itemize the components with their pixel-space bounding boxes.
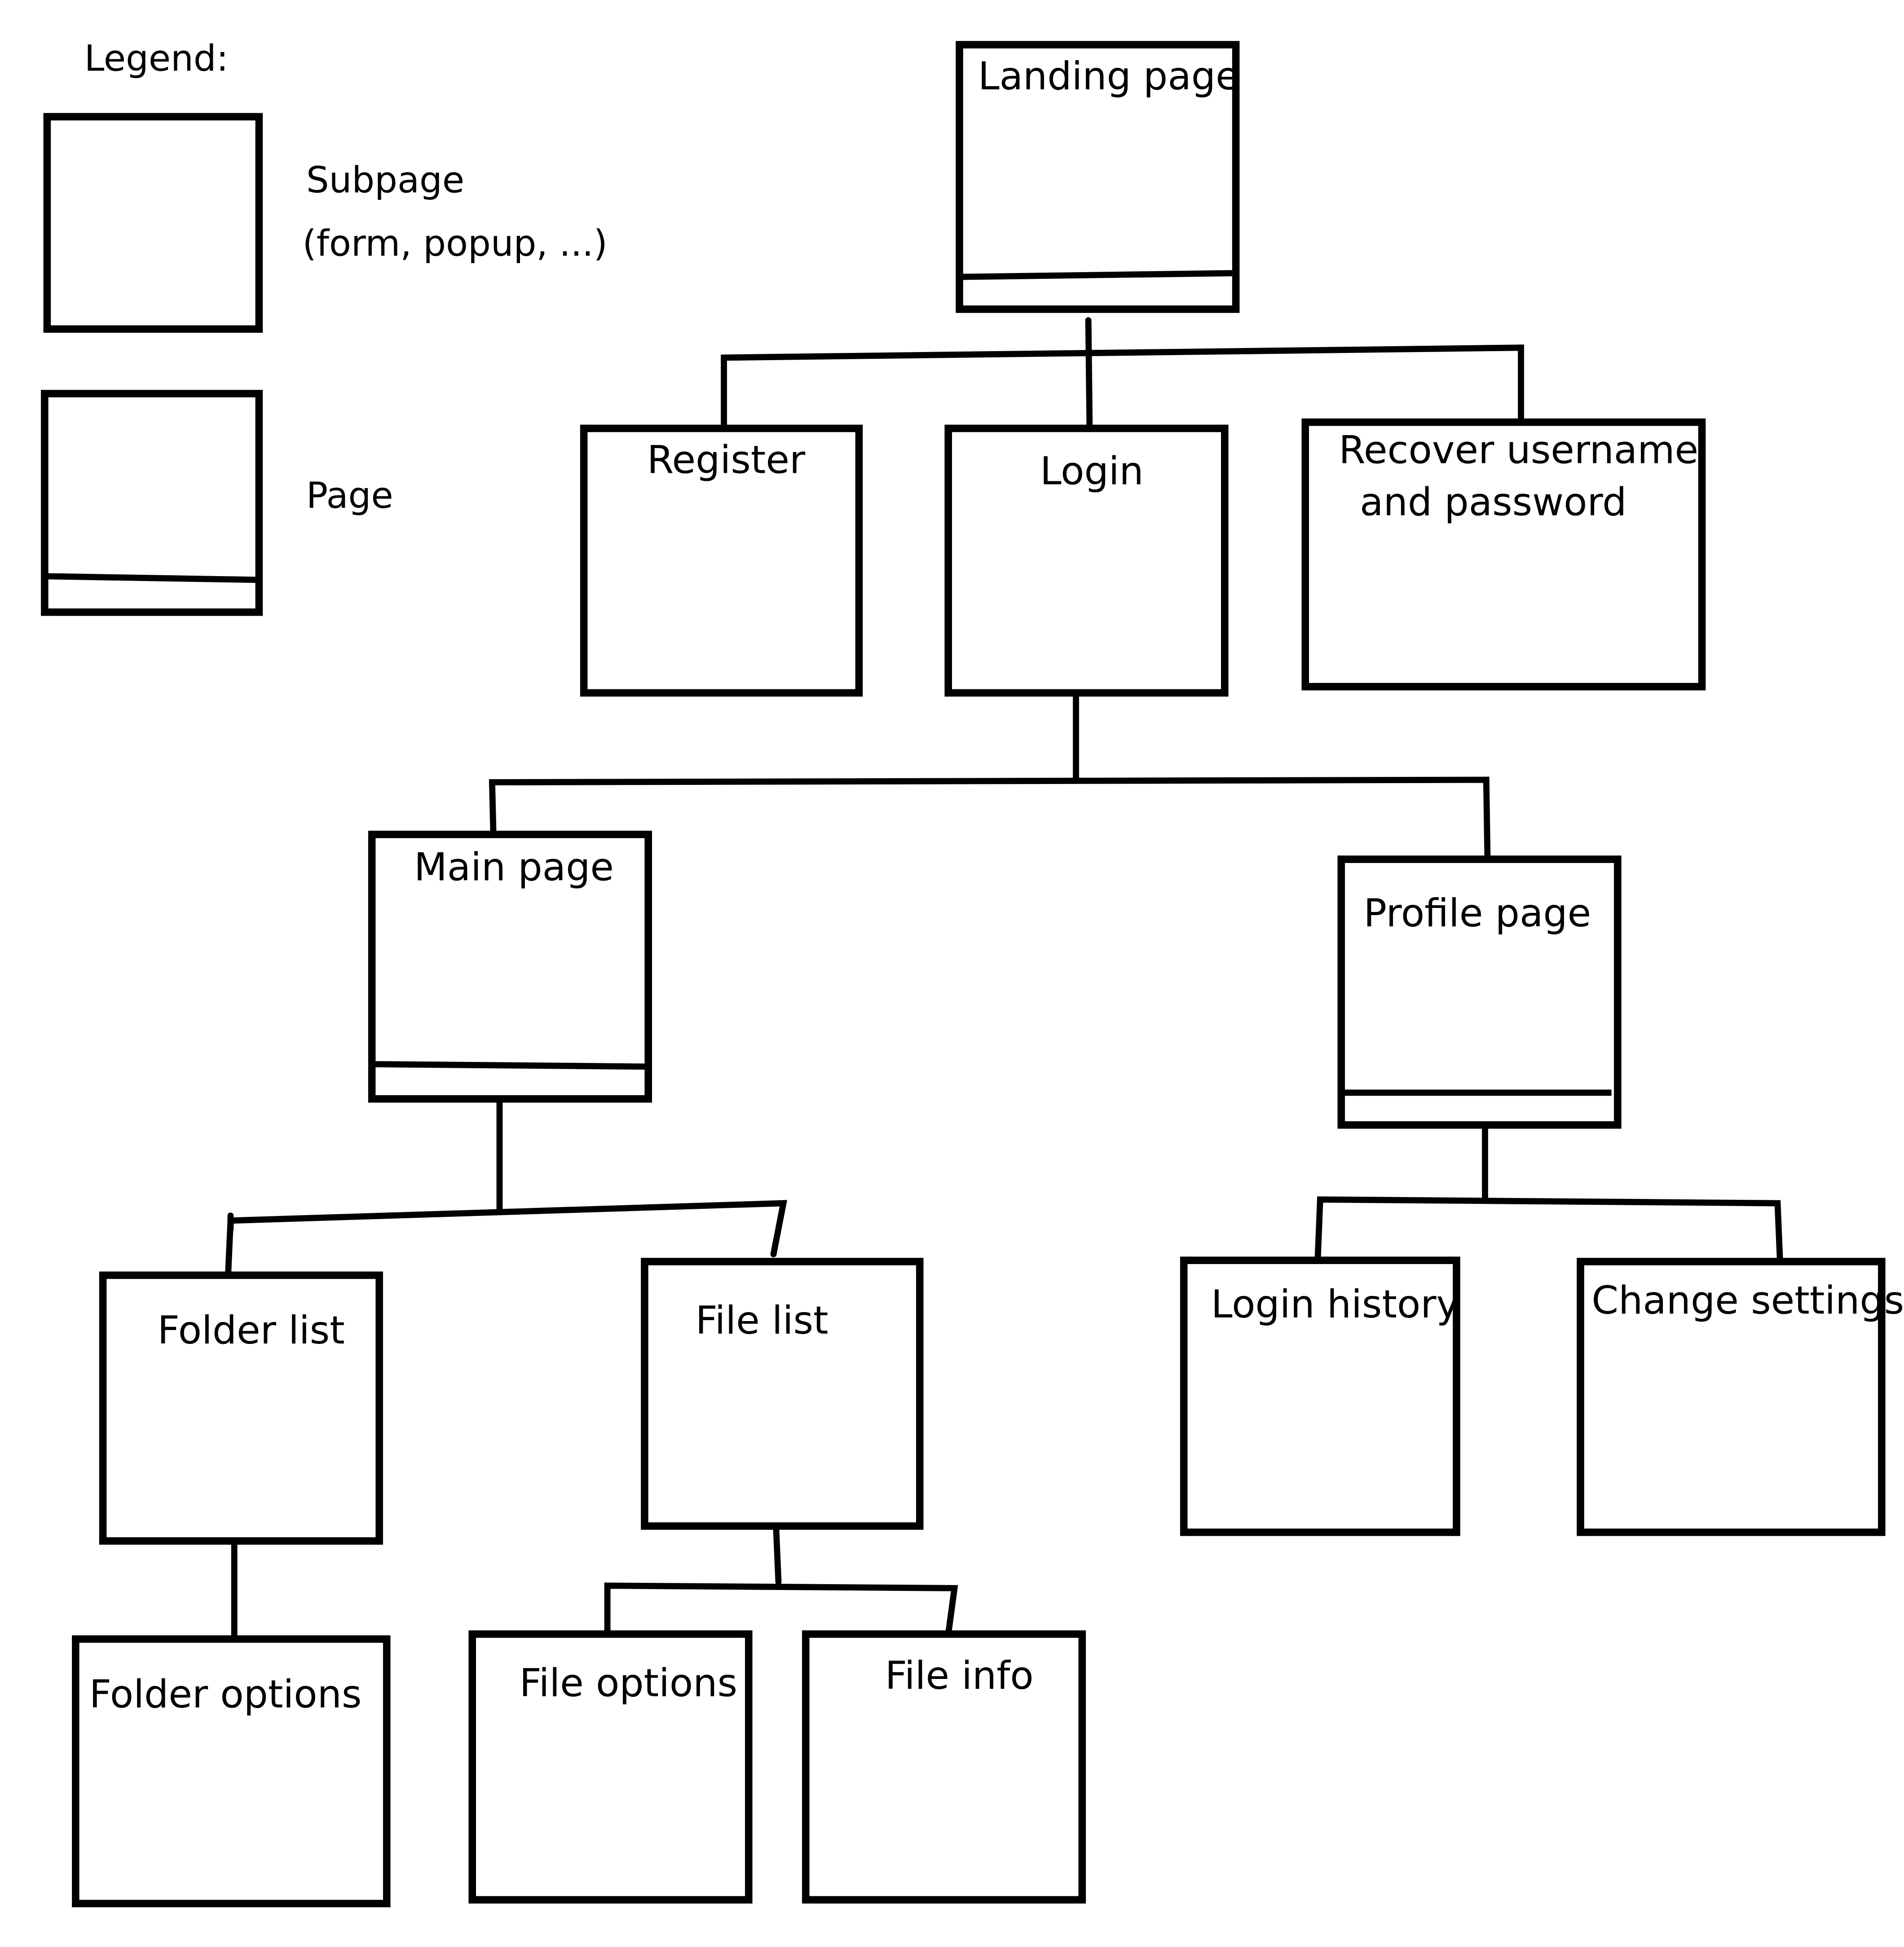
node-change-settings-box [1577,1258,1886,1536]
node-register-box [580,424,863,697]
node-file-options-label: File options [520,1661,737,1705]
legend-page-divider [40,573,260,583]
node-landing-page-box [956,41,1240,313]
edge-main-folder-file [225,1200,788,1278]
legend-subpage-sublabel: (form, popup, ...) [303,223,608,264]
node-file-info-label: File info [885,1654,1034,1698]
node-folder-options: Folder options [72,1635,391,1907]
edge-filelist-options-info [604,1582,958,1638]
node-login-box [944,424,1229,697]
connectors [225,317,1783,1641]
legend-page-label: Page [306,475,393,516]
node-main-page-box [368,830,652,1103]
node-change-settings-label: Change settings [1591,1279,1904,1323]
legend-subpage-label: Subpage [306,159,464,201]
edge-landing-register-recover [721,344,1524,432]
node-file-list-label: File list [696,1299,829,1343]
edge-landing-login [1085,317,1093,431]
node-file-list-box [641,1258,924,1530]
edge-login-main-profile [489,776,1491,863]
node-register-label: Register [647,438,806,483]
node-recover: Recover username and password [1301,418,1706,691]
node-recover-box [1301,418,1706,691]
node-folder-list-box [99,1271,383,1545]
node-profile-page: Profile page [1337,855,1622,1129]
node-recover-label-line2: and password [1360,480,1626,525]
edge-filelist-trunk [773,1521,782,1585]
node-change-settings: Change settings [1577,1258,1904,1536]
node-landing-page-divider [959,270,1232,280]
node-login-history: Login history [1180,1256,1460,1536]
node-recover-label-line1: Recover username [1339,428,1698,472]
node-landing-page: Landing page [956,41,1240,313]
node-file-info: File info [802,1630,1086,1904]
node-main-page-divider [372,1061,648,1070]
node-file-list: File list [641,1258,924,1530]
node-folder-options-box [72,1635,391,1907]
node-profile-page-label: Profile page [1363,891,1591,936]
node-login-label: Login [1040,449,1144,493]
node-login: Login [944,424,1229,697]
node-login-history-box [1180,1256,1460,1536]
node-main-page-label: Main page [414,846,614,890]
node-folder-options-label: Folder options [89,1672,362,1717]
legend-subpage-box [43,113,263,333]
node-landing-page-label: Landing page [978,54,1239,99]
node-main-page: Main page [368,830,652,1103]
legend: Legend: Subpage (form, popup, ...) Page [40,38,608,616]
legend-title: Legend: [84,38,229,79]
node-file-options: File options [468,1630,753,1904]
node-file-info-box [802,1630,1086,1904]
edge-profile-history-settings [1314,1196,1783,1265]
node-folder-list: Folder list [99,1271,383,1545]
node-register: Register [580,424,863,697]
node-profile-page-box [1337,855,1622,1129]
node-login-history-label: Login history [1211,1282,1459,1327]
node-file-options-box [468,1630,753,1904]
node-folder-list-label: Folder list [158,1308,345,1353]
